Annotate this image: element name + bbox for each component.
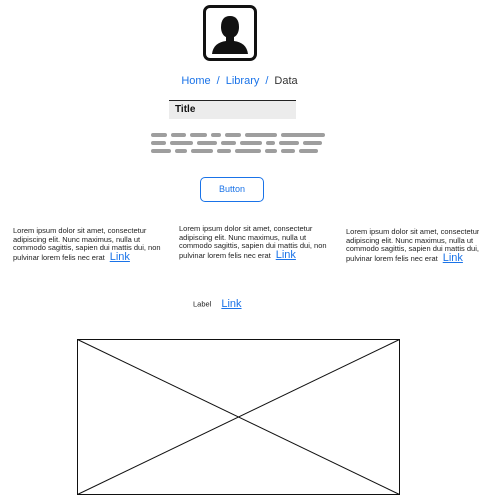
placeholder-line <box>281 133 325 137</box>
placeholder-line <box>279 141 299 145</box>
label-row-link[interactable]: Link <box>221 297 242 310</box>
placeholder-line <box>221 141 236 145</box>
column-1-link[interactable]: Link <box>109 250 130 263</box>
column-text: Lorem ipsum dolor sit amet, consectetur … <box>179 224 327 260</box>
breadcrumb-separator: / <box>265 75 269 87</box>
breadcrumb-separator: / <box>216 75 220 87</box>
image-placeholder-icon <box>77 339 400 495</box>
breadcrumb: Home / Library / Data <box>0 74 479 88</box>
placeholder-line <box>151 133 167 137</box>
placeholder-line <box>225 133 241 137</box>
user-silhouette-icon <box>203 5 257 61</box>
breadcrumb-home-link[interactable]: Home <box>181 75 211 87</box>
placeholder-line <box>190 133 207 137</box>
column-text: Lorem ipsum dolor sit amet, consectetur … <box>13 226 161 262</box>
label-text: Label <box>193 299 212 309</box>
column-text: Lorem ipsum dolor sit amet, consectetur … <box>346 227 479 263</box>
placeholder-line <box>191 149 213 153</box>
placeholder-line <box>281 149 295 153</box>
placeholder-line <box>211 133 221 137</box>
placeholder-line <box>170 141 193 145</box>
placeholder-line <box>303 141 322 145</box>
placeholder-line <box>197 141 217 145</box>
placeholder-line <box>240 141 262 145</box>
primary-button[interactable]: Button <box>200 177 264 202</box>
title-field: Title <box>169 100 296 119</box>
placeholder-line <box>265 149 277 153</box>
placeholder-line <box>299 149 318 153</box>
breadcrumb-library-link[interactable]: Library <box>225 75 260 87</box>
placeholder-line <box>151 149 171 153</box>
placeholder-line <box>266 141 275 145</box>
placeholder-line <box>151 141 166 145</box>
text-column-2: Lorem ipsum dolor sit amet, consectetur … <box>179 224 329 261</box>
column-2-link[interactable]: Link <box>275 248 296 261</box>
text-column-3: Lorem ipsum dolor sit amet, consectetur … <box>346 227 479 264</box>
column-3-link[interactable]: Link <box>442 251 463 264</box>
placeholder-text-lines <box>151 133 326 155</box>
label-link-row: Label Link <box>193 295 242 311</box>
placeholder-line <box>217 149 231 153</box>
placeholder-line <box>235 149 261 153</box>
placeholder-line <box>245 133 277 137</box>
breadcrumb-current-data: Data <box>274 75 298 87</box>
placeholder-line <box>175 149 187 153</box>
placeholder-line <box>171 133 186 137</box>
text-column-1: Lorem ipsum dolor sit amet, consectetur … <box>13 226 163 263</box>
